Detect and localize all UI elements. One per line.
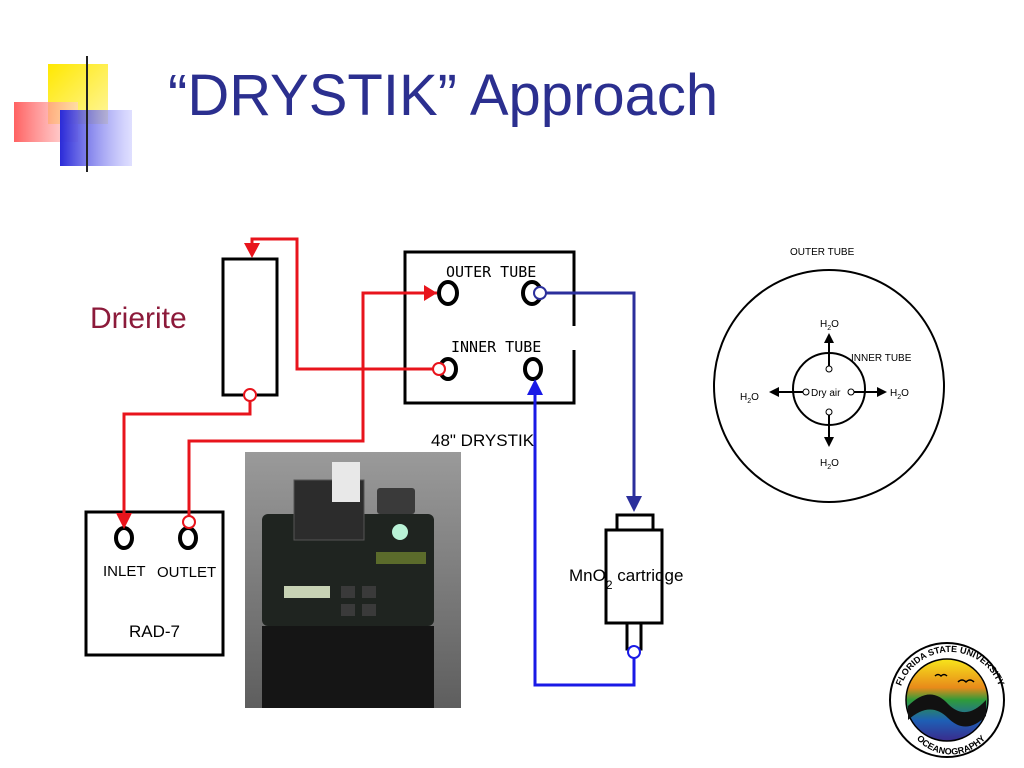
drystik-outer-tube-label: OUTER TUBE	[446, 263, 536, 281]
inner-tube-port-right-icon	[523, 357, 543, 381]
arrow-into-inner-tube	[527, 379, 543, 395]
deco-blue-square	[60, 110, 132, 166]
arrow-into-cartridge	[626, 496, 642, 512]
tube-cross-section: OUTER TUBE INNER TUBE Dry air H2O H2O H2…	[713, 247, 945, 503]
drierite-column	[221, 257, 279, 397]
cross-section-inner-tube-label: INNER TUBE	[851, 353, 912, 364]
cartridge-body	[604, 528, 664, 625]
navy-line-outer-to-cartridge	[540, 291, 636, 500]
port-marker-rad7-outlet	[182, 515, 196, 529]
cross-section-center-label: Dry air	[811, 388, 841, 399]
water-label-bottom: H2O	[820, 458, 839, 471]
water-label-right: H2O	[890, 388, 909, 401]
title-decoration	[14, 56, 1000, 172]
arrow-into-drierite	[244, 243, 260, 258]
red-line-drierite-to-inlet	[122, 395, 252, 523]
cartridge-cap	[615, 513, 655, 532]
arrow-into-rad7-inlet	[116, 513, 132, 529]
drystik-inner-tube-label: INNER TUBE	[451, 338, 541, 356]
port-marker-inner-left	[432, 362, 446, 376]
fsu-oceanography-logo: FLORIDA STATE UNIVERSITY OCEANOGRAPHY	[889, 642, 1006, 758]
rad7-name: RAD-7	[129, 622, 180, 641]
water-label-left: H2O	[740, 392, 759, 405]
port-marker-drierite-bottom	[243, 388, 257, 402]
port-marker-outer-right	[533, 286, 547, 300]
cartridge-label: MnO2 cartridge	[569, 566, 683, 592]
rad7-photo	[245, 452, 461, 708]
arrow-into-outer-tube	[424, 285, 437, 301]
cross-section-outer-tube-label: OUTER TUBE	[790, 247, 855, 258]
rad7-outlet-label: OUTLET	[157, 564, 216, 581]
water-label-top: H2O	[820, 319, 839, 332]
outer-tube-port-left-icon	[437, 280, 459, 306]
drierite-label: Drierite	[90, 302, 187, 335]
drystik-caption: 48" DRYSTIK	[431, 431, 535, 450]
red-line-outer-to-drierite	[187, 291, 437, 519]
slide-title: “DRYSTIK” Approach	[168, 63, 719, 128]
rad7-inlet-label: INLET	[103, 563, 146, 580]
port-marker-cartridge-bottom	[627, 645, 641, 659]
rad7-box	[84, 510, 225, 657]
blue-line-cartridge-to-inner	[533, 392, 636, 687]
